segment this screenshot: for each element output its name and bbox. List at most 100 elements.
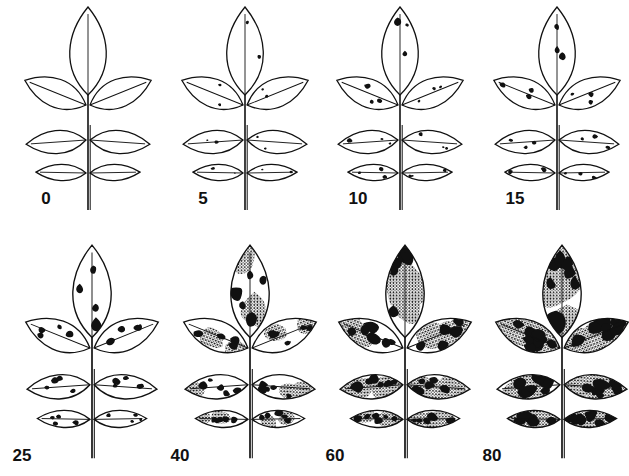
lesion-spot [72, 420, 79, 426]
lesion-spot [592, 379, 612, 391]
leaflet-blade [242, 67, 314, 118]
lesion-spot [284, 339, 292, 346]
leaflet-blade [195, 410, 248, 428]
leaflet-blade [402, 308, 477, 362]
lesion-spot [259, 276, 266, 285]
leaflet-blade [339, 373, 404, 402]
leaflet [70, 7, 107, 95]
leaflet [247, 164, 297, 181]
leaflet-outline [36, 164, 86, 181]
leaflet-midrib [187, 82, 243, 105]
leaflet-midrib [512, 418, 560, 420]
leaflet-blade [490, 308, 565, 362]
leaflet-outline [193, 164, 243, 181]
leaflet-blade [488, 67, 560, 118]
lesion-spot [418, 378, 425, 384]
lesion-spot [588, 99, 594, 105]
leaflet-blade [227, 7, 264, 95]
leaf-stem [249, 335, 251, 458]
leaflet-outline [93, 373, 158, 402]
leaflet [89, 129, 150, 156]
leaf-stem [252, 369, 253, 458]
lesion-spot [112, 378, 121, 386]
lesion-spot [65, 329, 75, 338]
leaflet-outline [85, 67, 157, 118]
leaflet-blade [25, 129, 86, 156]
leaflet-midrib [250, 252, 251, 337]
lesion-spot [206, 139, 208, 141]
lesion-group [262, 309, 322, 352]
leaflet-midrib [345, 385, 403, 389]
leaflet [192, 409, 248, 428]
leaflet-midrib [31, 324, 90, 348]
lesion-spot [286, 393, 292, 398]
lesion-spot [445, 147, 448, 150]
leaflet [402, 164, 452, 181]
leaflet [401, 129, 462, 156]
leaflet-midrib [247, 172, 293, 174]
leaflet-midrib [355, 418, 403, 420]
leaflet-blade [407, 410, 460, 428]
leaflet-midrib [40, 172, 86, 174]
leaflet-outline [337, 129, 398, 156]
lesion-group [394, 18, 409, 57]
leaflet-outline [490, 308, 565, 362]
leaflet [242, 67, 314, 118]
leaflet-blade [247, 164, 297, 181]
lesion-group [497, 405, 566, 434]
leaflet-blade [89, 308, 164, 362]
lesion-spot [419, 132, 423, 136]
leaflet-outline [386, 245, 424, 337]
leaflet [182, 129, 243, 156]
leaflet-midrib [564, 385, 622, 389]
lesion-spot [417, 100, 421, 103]
leaf-stem [94, 369, 95, 458]
leaflet-outline [539, 7, 576, 95]
lesion-spot [599, 321, 614, 333]
lesion-spot [431, 414, 439, 421]
lesion-spot [56, 376, 63, 382]
lesion-spot [380, 138, 383, 140]
severity-percent: 10 [349, 190, 368, 207]
leaf-stem [402, 125, 403, 210]
leaflet-blade [505, 164, 555, 181]
leaflet-outline [20, 308, 95, 362]
leaflet-midrib [559, 82, 615, 105]
lesion-spot [390, 263, 398, 276]
leaflet [193, 164, 243, 181]
leaf-stem [404, 335, 406, 458]
leaflet-outline [231, 245, 269, 337]
lesion-group [246, 21, 261, 59]
lesion-group [50, 414, 79, 426]
lesion-spot [528, 87, 535, 94]
lesion-spot [216, 384, 224, 391]
lesion-group [43, 375, 75, 395]
leaflet-outline [247, 308, 322, 362]
leaflet-outline [89, 308, 164, 362]
lesion-spot [546, 277, 555, 289]
leaflet-blade [231, 245, 269, 337]
severity-percent: 0 [41, 190, 50, 207]
leaflet-outline [251, 373, 316, 402]
lesion-spot [429, 377, 438, 384]
leaf-stem [91, 335, 93, 458]
leaflet-outline [90, 164, 140, 181]
leaflet-blade [382, 7, 419, 95]
leaflet-blade [348, 164, 398, 181]
leaflet-outline [242, 67, 314, 118]
severity-percent: 60 [326, 447, 345, 464]
lesion-spot [432, 86, 436, 90]
leaflet [563, 367, 629, 407]
leaflet-outline [507, 410, 560, 428]
leaflet-outline [339, 373, 404, 402]
leaflet-midrib [499, 82, 555, 105]
leaflet-blade [559, 164, 609, 181]
leaflet-midrib [405, 252, 406, 337]
lesion-spot [508, 139, 513, 142]
stippled-lesion [293, 311, 321, 337]
lesion-spot [217, 103, 221, 107]
leaflet [246, 129, 307, 156]
leaflet-outline [397, 67, 469, 118]
leaflet-outline [559, 164, 609, 181]
stippled-lesion [537, 226, 574, 275]
